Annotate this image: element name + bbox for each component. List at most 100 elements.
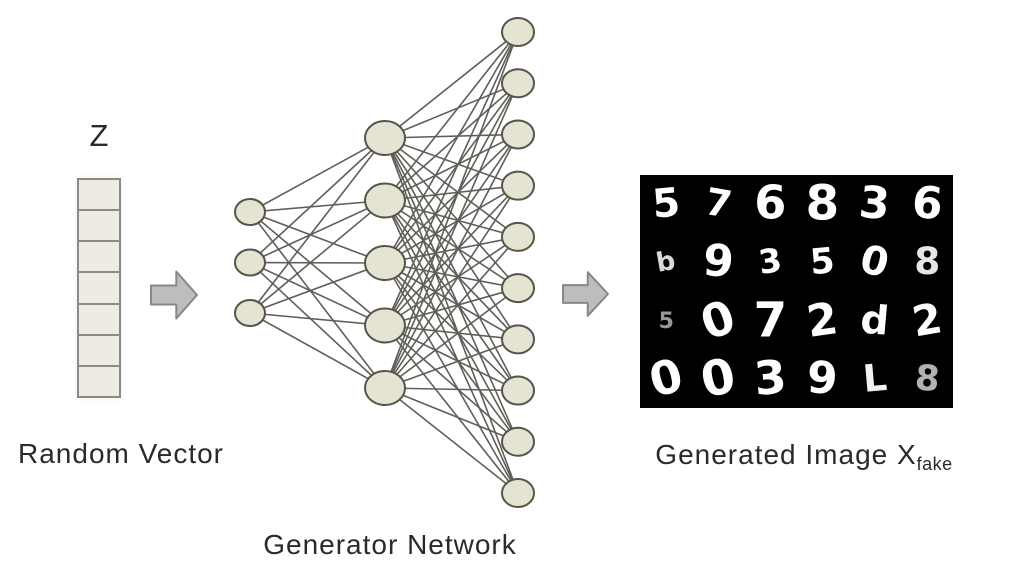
random-vector-column	[77, 178, 121, 398]
generated-digit: 8	[912, 357, 941, 400]
output-layer-node	[501, 375, 535, 406]
generator-edge	[384, 134, 519, 389]
generator-edge	[384, 82, 519, 389]
network-to-image-arrow-icon	[562, 271, 609, 317]
random-vector-cell	[79, 364, 119, 396]
input-layer-node	[234, 248, 266, 277]
generated-digit: d	[858, 296, 891, 345]
generator-edge	[384, 185, 519, 327]
generator-edge	[249, 199, 386, 264]
generator-edge	[249, 211, 386, 389]
generated-digit-cell: 0	[640, 350, 692, 408]
output-layer-node	[501, 273, 535, 304]
generator-edge	[384, 287, 519, 389]
generator-edge	[384, 31, 519, 201]
generator-edge	[384, 31, 519, 326]
generator-edge	[384, 236, 519, 389]
random-vector-cell	[79, 302, 119, 334]
generated-digit-cell: 2	[797, 292, 849, 350]
generated-digit-cell: 9	[692, 233, 744, 291]
generated-digit: 5	[658, 307, 674, 334]
generated-digit: 5	[650, 179, 682, 228]
generated-digit: 3	[857, 176, 893, 231]
generated-digit-cell: 8	[901, 233, 953, 291]
generated-digit: b	[654, 245, 678, 279]
generated-digit-cell: 3	[744, 350, 796, 408]
generator-edge	[384, 199, 519, 289]
random-vector-cell	[79, 333, 119, 365]
generator-edge	[384, 184, 519, 202]
output-layer-node	[501, 170, 535, 201]
generated-digit-cell: 0	[692, 350, 744, 408]
generator-edge	[384, 236, 519, 327]
generator-edge	[249, 312, 386, 327]
generated-digit-cell: 3	[744, 233, 796, 291]
generator-edge	[384, 31, 519, 389]
generated-digit-cell: 6	[901, 175, 953, 233]
output-layer-node	[501, 324, 535, 355]
generator-edge	[249, 137, 386, 213]
generated-digit: 6	[754, 176, 787, 231]
generated-digit-cell: 3	[849, 175, 901, 233]
generator-edge	[384, 338, 519, 389]
generator-edge	[249, 137, 386, 264]
generated-digit-cell: b	[640, 233, 692, 291]
hidden-layer-node	[364, 182, 406, 219]
generator-edge	[249, 211, 386, 327]
generated-digit-cell: 5	[640, 292, 692, 350]
generated-digit: 2	[803, 292, 842, 348]
generator-edge	[384, 31, 519, 264]
hidden-layer-node	[364, 370, 406, 406]
random-vector-cell	[79, 271, 119, 302]
generator-edge	[249, 262, 386, 314]
latent-symbol-label: Z	[89, 118, 109, 153]
vector-to-network-arrow-icon	[150, 270, 198, 320]
generated-digit-cell: 0	[692, 292, 744, 350]
generated-digit: 9	[700, 235, 736, 289]
generator-edge	[384, 137, 519, 494]
generator-edge	[384, 262, 519, 289]
random-vector-cell	[79, 209, 119, 240]
generated-digit: 0	[855, 236, 895, 288]
generated-digit-cell: 7	[744, 292, 796, 350]
generator-edge	[384, 185, 519, 389]
generator-edge	[384, 236, 519, 264]
generated-digit-cell: L	[849, 350, 901, 408]
generated-digit-cell: 5	[797, 233, 849, 291]
generator-edge	[384, 199, 519, 238]
generator-edge	[384, 184, 519, 264]
generated-digit: 8	[913, 240, 940, 284]
random-vector-cell	[79, 180, 119, 209]
generated-digit: 0	[643, 349, 689, 408]
generated-digit: 3	[752, 350, 789, 407]
generated-image-caption: Generated Image Xfake	[628, 439, 980, 475]
generated-digit-cell: 0	[849, 233, 901, 291]
generated-digit: 2	[908, 293, 946, 347]
generated-digit-cell: 5	[640, 175, 692, 233]
generated-digit: 0	[693, 291, 743, 350]
output-layer-node	[501, 68, 535, 99]
generated-digit-cell: 6	[744, 175, 796, 233]
generated-digit-cell: d	[849, 292, 901, 350]
generator-edge	[249, 211, 386, 264]
generated-digit: 7	[753, 292, 788, 349]
generated-digit: 5	[808, 240, 837, 284]
generated-digit: 3	[756, 241, 785, 283]
generated-digit: 8	[805, 175, 840, 232]
generated-digit: 6	[909, 176, 945, 231]
generator-edge	[249, 199, 386, 314]
generator-edge	[384, 82, 519, 264]
generator-edge	[384, 133, 519, 326]
random-vector-cell	[79, 240, 119, 271]
generated-digit: 0	[695, 349, 741, 408]
generated-digit: 9	[805, 352, 840, 405]
output-layer-node	[501, 478, 535, 508]
generator-edge	[249, 199, 386, 213]
random-vector-caption: Random Vector	[18, 438, 224, 469]
output-layer-node	[501, 426, 535, 457]
generator-network-caption: Generator Network	[263, 529, 517, 560]
generator-edge	[384, 133, 519, 202]
